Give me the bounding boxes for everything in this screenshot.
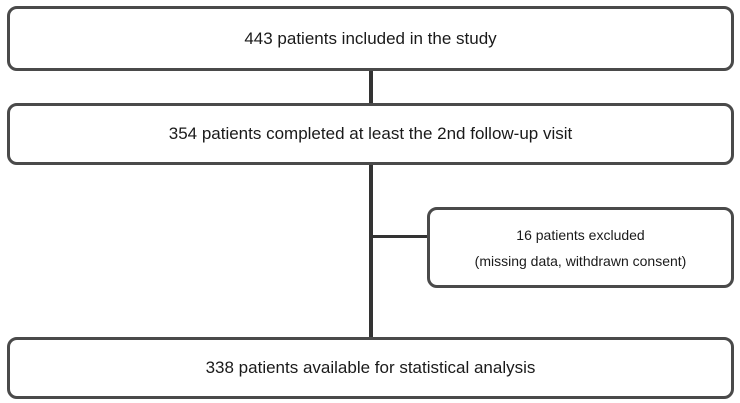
connector-to-excluded-branch (371, 235, 427, 238)
connector-completed-to-available (369, 165, 373, 337)
completed-label: 354 patients completed at least the 2nd … (168, 124, 573, 143)
excluded-box: 16 patients excluded (missing data, with… (427, 207, 734, 288)
available-box: 338 patients available for statistical a… (7, 337, 734, 399)
included-label: 443 patients included in the study (244, 28, 497, 48)
available-label: 338 patients available for statistical a… (205, 358, 536, 377)
excluded-title: 16 patients excluded (516, 226, 645, 243)
connector-included-to-completed (369, 71, 373, 103)
excluded-reason: (missing data, withdrawn consent) (474, 252, 687, 269)
included-box: 443 patients included in the study (7, 6, 734, 71)
completed-box: 354 patients completed at least the 2nd … (7, 103, 734, 165)
